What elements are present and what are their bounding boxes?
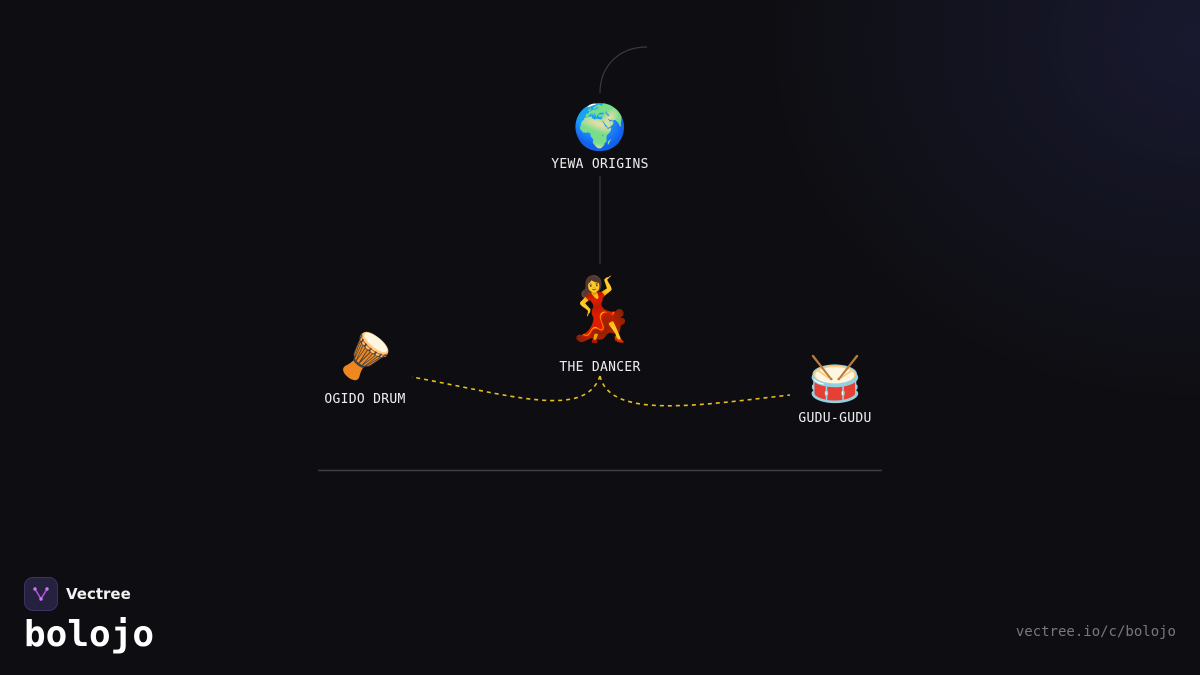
globe-icon: 🌍: [572, 102, 628, 153]
project-title: bolojo: [24, 614, 155, 655]
edge-dancer-to-ogido: [411, 375, 601, 402]
long-drum-icon: 🪘: [337, 331, 393, 382]
node-label: YEWA ORIGINS: [551, 157, 649, 172]
footer-url[interactable]: vectree.io/c/bolojo: [1015, 624, 1176, 640]
root-connector-curve: [599, 46, 648, 94]
node-ogido-drum[interactable]: 🪘 OGIDO DRUM: [324, 331, 406, 408]
vectree-logo-icon[interactable]: [24, 577, 58, 611]
node-gudu-gudu[interactable]: 🥁 GUDU-GUDU: [798, 354, 872, 427]
node-label: OGIDO DRUM: [324, 392, 406, 407]
brand-row: Vectree: [24, 577, 154, 611]
drum-icon: 🥁: [807, 354, 863, 405]
node-label: GUDU-GUDU: [798, 411, 872, 426]
brand-name: Vectree: [66, 585, 131, 603]
edge-dancer-to-gudu: [599, 375, 791, 407]
node-the-dancer[interactable]: 💃 THE DANCER: [559, 272, 641, 376]
node-yewa-origins[interactable]: 🌍 YEWA ORIGINS: [551, 102, 649, 173]
brand-block: Vectree bolojo: [24, 577, 154, 657]
node-label: THE DANCER: [559, 360, 641, 375]
dancer-icon: 💃: [561, 272, 639, 345]
